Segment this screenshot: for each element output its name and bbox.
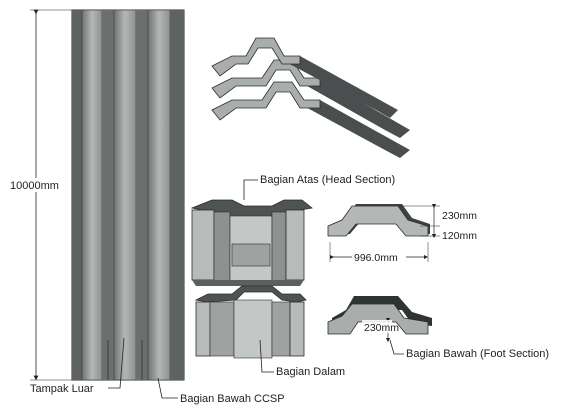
bottom-ccsp-leader (157, 377, 178, 399)
head-section-label: Bagian Atas (Head Section) (260, 174, 395, 186)
inside-label: Bagian Dalam (276, 366, 345, 378)
height-label: 10000mm (10, 180, 59, 192)
width-label: 996.0mm (354, 252, 398, 264)
outside-view-leader (108, 337, 125, 389)
depth-top-label: 230mm (442, 210, 477, 222)
pile-elevation (71, 9, 185, 381)
inside-leader (259, 339, 274, 373)
inner-section-model (194, 285, 307, 359)
foot-section-leader (389, 339, 404, 355)
bottom-ccsp-label: Bagian Bawah CCSP (180, 393, 285, 405)
profile-cross-section (327, 204, 430, 237)
foot-section-profile (327, 296, 432, 335)
foot-depth-label: 230mm (364, 322, 399, 334)
stacked-piles (211, 37, 410, 158)
depth-bottom-label: 120mm (442, 230, 477, 242)
height-dimension: 10000mm (8, 9, 72, 381)
outside-view-label: Tampak Luar (30, 383, 94, 395)
head-section-leader (243, 179, 258, 200)
foot-section-label: Bagian Bawah (Foot Section) (406, 348, 549, 360)
head-section-model (190, 199, 313, 286)
